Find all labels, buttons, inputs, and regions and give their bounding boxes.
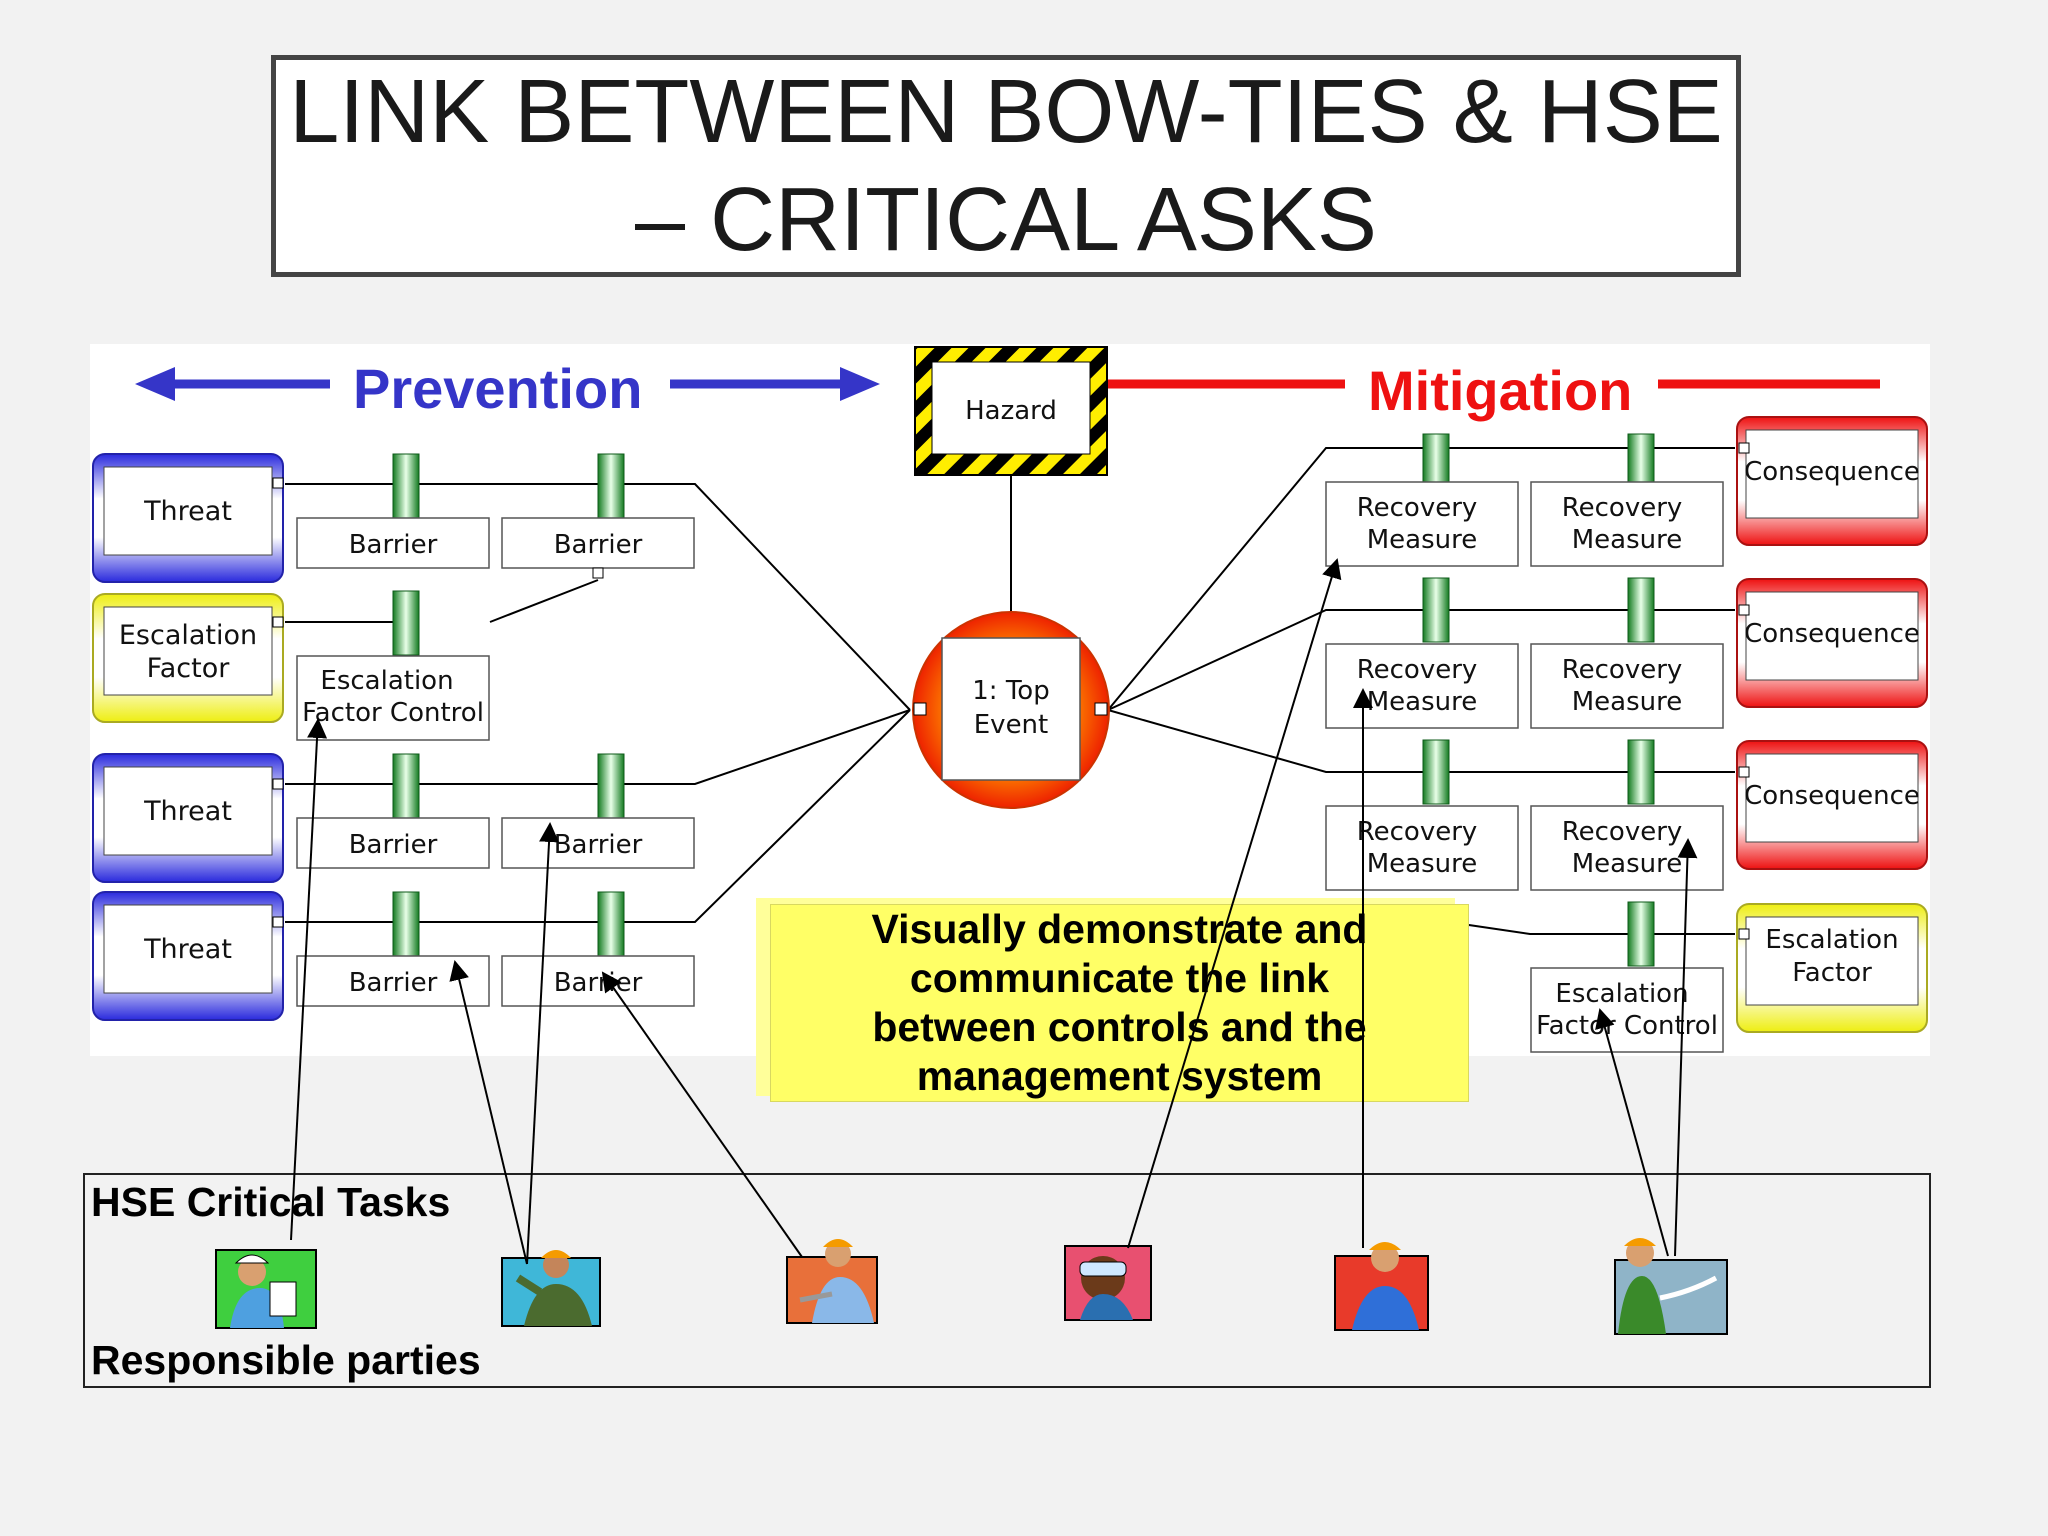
consequence-box-2 [1736, 578, 1928, 708]
bowtie-svg: Hazard 1: Top Event Threat Escalation Fa… [92, 346, 1928, 1053]
callout-line-3: between controls and the [872, 1004, 1367, 1050]
escalation-factor-left-line-2: Factor [147, 653, 231, 684]
hse-critical-tasks-panel: HSE Critical Tasks Responsible parties [83, 1173, 1931, 1388]
threat-label-1: Threat [143, 496, 232, 527]
mitigation-arrow [1100, 379, 1880, 389]
title-line-1: LINK BETWEEN BOW-TIES & HSE [289, 62, 1723, 162]
prevention-arrow [135, 367, 880, 401]
callout-line-1: Visually demonstrate and [871, 906, 1368, 952]
escalation-factor-right-line-2: Factor [1792, 958, 1872, 988]
escalation-factor-box-left [92, 593, 284, 723]
recovery-measure-line-2: Measure [1367, 525, 1478, 555]
recovery-measure-line-2: Measure [1572, 525, 1683, 555]
escalation-factor-right-line-1: Escalation [1765, 925, 1898, 955]
barrier-label: Barrier [554, 968, 643, 998]
recovery-measure-line-2: Measure [1572, 849, 1683, 879]
hse-critical-tasks-label: HSE Critical Tasks [91, 1179, 451, 1225]
recovery-measure-line-1: Recovery [1357, 817, 1478, 847]
threat-box-2 [92, 753, 284, 883]
escalation-factor-box-right [1736, 903, 1928, 1033]
callout-line-4: management system [916, 1053, 1323, 1099]
recovery-measure-line-2: Measure [1367, 849, 1478, 879]
callout-box: Visually demonstrate and communicate the… [770, 904, 1469, 1102]
mitigation-heading: Mitigation [1368, 359, 1633, 422]
recovery-measure-line-1: Recovery [1357, 655, 1478, 685]
hazard-node [914, 346, 1108, 476]
recovery-measure-line-2: Measure [1572, 687, 1683, 717]
left-wires [285, 474, 1012, 923]
threat-label-2: Threat [143, 796, 232, 827]
top-event-node [912, 611, 1110, 809]
barrier-label: Barrier [554, 830, 643, 860]
hazard-label: Hazard [965, 396, 1057, 426]
recovery-measure-line-1: Recovery [1357, 493, 1478, 523]
escalation-control-right-line-2: Factor Control [1536, 1011, 1718, 1041]
top-event-line-2: Event [974, 710, 1048, 740]
bowtie-diagram: Hazard 1: Top Event Threat Escalation Fa… [90, 344, 1930, 1056]
consequence-label-2: Consequence [1744, 619, 1920, 649]
barrier-pillars [392, 433, 1655, 967]
title-line-2: – CRITICAL ASKS [635, 170, 1377, 270]
consequence-label-3: Consequence [1744, 781, 1920, 811]
barrier-label: Barrier [554, 530, 643, 560]
escalation-control-left-line-1: Escalation [320, 666, 453, 696]
recovery-measure-line-1: Recovery [1562, 655, 1683, 685]
barrier-label: Barrier [349, 968, 438, 998]
escalation-control-left-line-2: Factor Control [302, 698, 484, 728]
title-box: LINK BETWEEN BOW-TIES & HSE – CRITICAL A… [271, 55, 1741, 277]
barrier-label: Barrier [349, 530, 438, 560]
prevention-heading: Prevention [353, 357, 643, 420]
threat-box-1 [92, 453, 284, 583]
recovery-measure-line-2: Measure [1367, 687, 1478, 717]
escalation-control-right-line-1: Escalation [1555, 979, 1688, 1009]
barrier-label: Barrier [349, 830, 438, 860]
callout-line-2: communicate the link [909, 955, 1330, 1001]
consequence-label-1: Consequence [1744, 457, 1920, 487]
top-event-line-1: 1: Top [972, 676, 1049, 706]
consequence-box-1 [1736, 416, 1928, 546]
threat-box-3 [92, 891, 284, 1021]
recovery-measure-line-1: Recovery [1562, 493, 1683, 523]
consequence-box-3 [1736, 740, 1928, 870]
recovery-measure-line-1: Recovery [1562, 817, 1683, 847]
responsible-parties-label: Responsible parties [91, 1337, 481, 1383]
threat-label-3: Threat [143, 934, 232, 965]
escalation-factor-left-line-1: Escalation [119, 620, 257, 651]
collapse-markers [272, 442, 1750, 940]
